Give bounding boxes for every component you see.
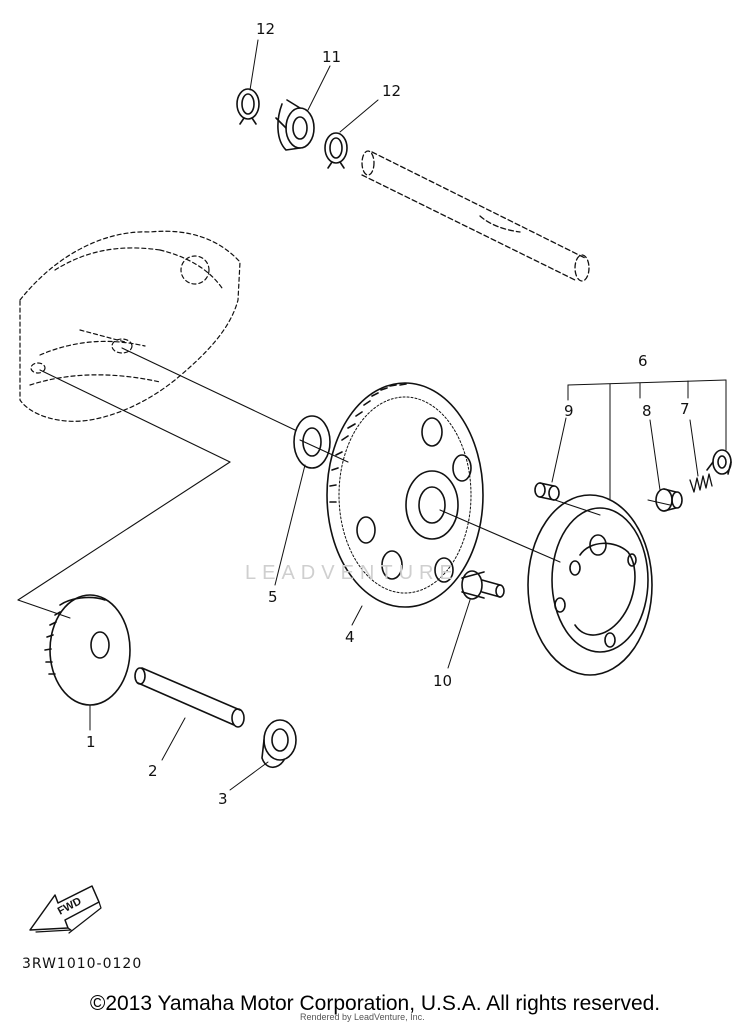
diagram-part-code: 3RW1010-0120 bbox=[22, 956, 143, 972]
copyright-notice: ©2013 Yamaha Motor Corporation, U.S.A. A… bbox=[89, 992, 661, 1015]
washer-5 bbox=[293, 415, 331, 469]
pin-9 bbox=[534, 482, 560, 501]
watermark: LEADVENTURE bbox=[245, 562, 459, 584]
callout-11: 11 bbox=[322, 48, 342, 66]
callout-6: 6 bbox=[638, 352, 648, 370]
circlip-upper-right bbox=[324, 132, 348, 169]
assembly-lines bbox=[17, 347, 671, 619]
cap-8 bbox=[655, 488, 683, 512]
circlip-upper-left bbox=[236, 88, 260, 125]
crankcase-outline bbox=[19, 230, 241, 422]
bushing-3 bbox=[261, 719, 297, 769]
callout-5: 5 bbox=[268, 588, 278, 606]
callout-7: 7 bbox=[680, 400, 690, 418]
shaft-outline bbox=[361, 150, 590, 282]
plunger-6 bbox=[706, 449, 732, 475]
callout-leaders bbox=[89, 39, 727, 791]
fwd-label: FWD bbox=[56, 895, 84, 917]
shaft-2 bbox=[134, 667, 245, 728]
idler-gear-1 bbox=[44, 594, 131, 706]
fwd-arrow-icon: FWD bbox=[29, 885, 102, 934]
callout-1: 1 bbox=[86, 733, 96, 751]
gear-4 bbox=[326, 382, 484, 608]
rendered-by-credit: Rendered by LeadVenture, Inc. bbox=[300, 1012, 425, 1022]
bushing-11 bbox=[275, 99, 315, 151]
spring-7 bbox=[689, 473, 713, 493]
callout-12-left: 12 bbox=[256, 20, 276, 38]
callout-12-right: 12 bbox=[382, 82, 402, 100]
callout-10: 10 bbox=[433, 672, 453, 690]
bolt-10 bbox=[461, 570, 505, 600]
callout-2: 2 bbox=[148, 762, 158, 780]
callout-9: 9 bbox=[564, 402, 574, 420]
callout-4: 4 bbox=[345, 628, 355, 646]
callout-8: 8 bbox=[642, 402, 652, 420]
callout-3: 3 bbox=[218, 790, 228, 808]
clutch-housing-6 bbox=[527, 494, 653, 676]
